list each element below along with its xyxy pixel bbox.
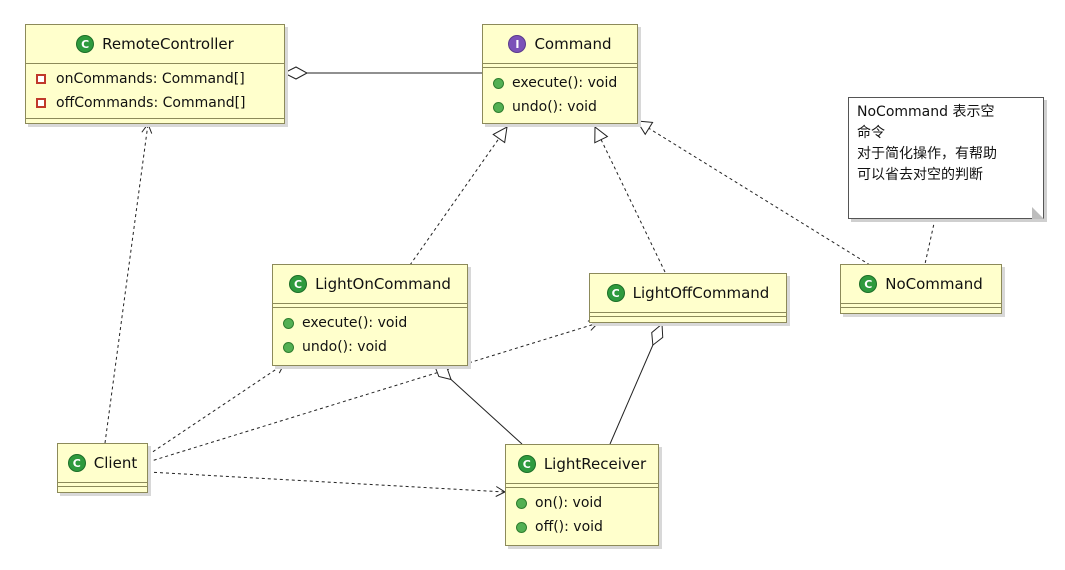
class-divider — [273, 303, 467, 308]
operation-row: undo(): void — [273, 335, 467, 359]
class-header: C LightOnCommand — [273, 265, 467, 303]
class-name: LightReceiver — [543, 455, 647, 473]
interface-command[interactable]: I Command execute(): void undo(): void — [482, 24, 638, 124]
operation-label: execute(): void — [302, 315, 408, 331]
class-divider — [841, 303, 1001, 308]
operation-label: execute(): void — [512, 75, 618, 91]
class-divider — [590, 312, 786, 317]
operation-list: execute(): void undo(): void — [273, 308, 467, 362]
class-divider — [26, 118, 284, 119]
attribute-row: onCommands: Command[] — [26, 67, 284, 91]
operation-list: on(): void off(): void — [506, 488, 658, 542]
edge-realization-lightoncommand-command — [409, 126, 508, 266]
class-header: C LightOffCommand — [590, 274, 786, 312]
note-box[interactable]: NoCommand 表示空 命令 对于简化操作，有帮助 可以省去对空的判断 — [848, 97, 1044, 219]
operation-row: execute(): void — [483, 71, 637, 95]
note-fold-corner — [1032, 207, 1044, 219]
class-icon: C — [859, 275, 878, 293]
class-name: LightOffCommand — [632, 284, 770, 302]
operation-label: undo(): void — [512, 99, 597, 115]
edge-aggregation-lightoffcommand-lightreceiver — [609, 324, 662, 445]
class-header: C RemoteController — [26, 25, 284, 63]
operation-label: on(): void — [535, 495, 603, 511]
class-header: C NoCommand — [841, 265, 1001, 303]
class-name: RemoteController — [102, 35, 234, 53]
public-method-icon — [283, 317, 294, 329]
class-icon: C — [606, 284, 625, 302]
class-icon: C — [289, 275, 308, 293]
note-line: 对于简化操作，有帮助 — [857, 146, 997, 162]
edge-realization-lightoffcommand-command — [594, 125, 666, 273]
class-divider — [483, 63, 637, 68]
private-field-icon — [36, 74, 46, 84]
note-line: NoCommand 表示空 — [857, 104, 995, 120]
class-no-command[interactable]: C NoCommand — [840, 264, 1002, 314]
edge-dependency-client-lightreceiver — [147, 471, 507, 497]
note-line: 命令 — [857, 125, 885, 141]
class-header: C LightReceiver — [506, 445, 658, 483]
class-light-on-command[interactable]: C LightOnCommand execute(): void undo():… — [272, 264, 468, 366]
operation-row: off(): void — [506, 515, 658, 539]
edge-dependency-client-lightoncommand — [147, 363, 285, 456]
class-name: LightOnCommand — [315, 275, 451, 293]
attribute-label: onCommands: Command[] — [56, 71, 245, 87]
class-name: NoCommand — [885, 275, 983, 293]
class-light-off-command[interactable]: C LightOffCommand — [589, 273, 787, 323]
edge-aggregation-lightoncommand-lightreceiver — [434, 364, 523, 445]
operation-row: undo(): void — [483, 95, 637, 119]
edge-dependency-client-remotecontroller — [104, 122, 153, 444]
public-method-icon — [493, 101, 504, 113]
public-method-icon — [283, 341, 294, 353]
public-method-icon — [516, 497, 527, 509]
edge-realization-nocommand-command — [636, 120, 871, 266]
operation-row: on(): void — [506, 491, 658, 515]
operation-label: undo(): void — [302, 339, 387, 355]
attribute-row: offCommands: Command[] — [26, 91, 284, 115]
class-remote-controller[interactable]: C RemoteController onCommands: Command[]… — [25, 24, 285, 124]
class-name: Client — [93, 454, 138, 472]
class-header: I Command — [483, 25, 637, 63]
class-divider — [58, 482, 147, 487]
operation-row: execute(): void — [273, 311, 467, 335]
note-line: 可以省去对空的判断 — [857, 167, 983, 183]
class-name: Command — [534, 35, 612, 53]
interface-icon: I — [508, 35, 527, 53]
private-field-icon — [36, 98, 46, 108]
public-method-icon — [516, 521, 527, 533]
attribute-list: onCommands: Command[] offCommands: Comma… — [26, 64, 284, 118]
edge-dependency-client-lightoffcommand — [147, 320, 599, 463]
class-icon: C — [517, 455, 536, 473]
class-client[interactable]: C Client — [57, 443, 148, 493]
class-header: C Client — [58, 444, 147, 482]
class-divider — [506, 483, 658, 488]
edge-note-anchor — [924, 218, 936, 265]
class-light-receiver[interactable]: C LightReceiver on(): void off(): void — [505, 444, 659, 546]
class-icon: C — [67, 454, 86, 472]
class-divider — [26, 63, 284, 64]
attribute-label: offCommands: Command[] — [56, 95, 246, 111]
operation-label: off(): void — [535, 519, 603, 535]
public-method-icon — [493, 77, 504, 89]
class-icon: C — [76, 35, 95, 53]
operation-list: execute(): void undo(): void — [483, 68, 637, 122]
